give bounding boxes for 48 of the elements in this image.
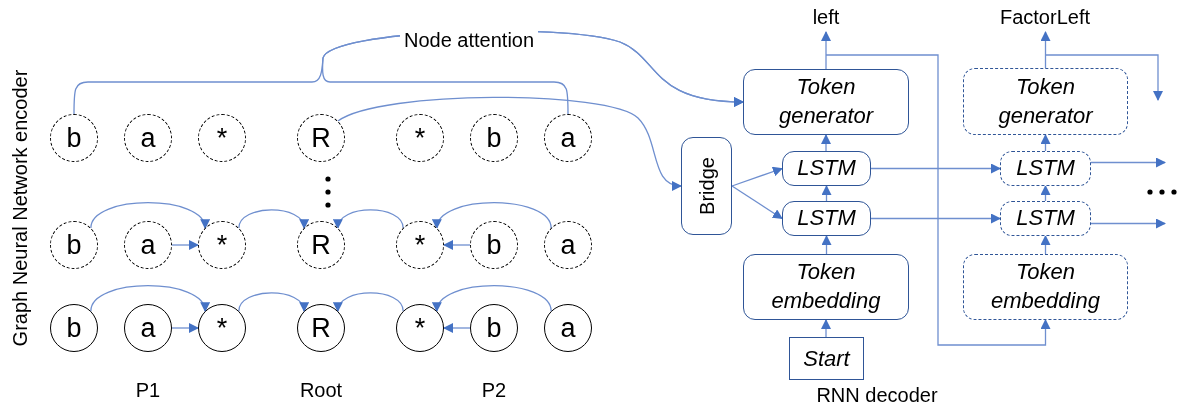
arrow (731, 166, 783, 187)
process-box: Token embedding (963, 254, 1128, 320)
process-box: Token generator (963, 68, 1128, 135)
arrow (821, 134, 831, 152)
arrow (870, 163, 1001, 174)
arrow (434, 202, 552, 230)
arrow (1044, 54, 1163, 101)
arrow (870, 213, 1001, 224)
process-box: LSTM (782, 151, 871, 186)
section-label: P2 (481, 380, 507, 400)
start-box: Start (789, 337, 864, 380)
arrow (821, 319, 831, 338)
arrow (90, 285, 208, 313)
arrow (821, 235, 832, 255)
arrow (90, 202, 208, 230)
arrow (171, 240, 199, 250)
arrow (731, 185, 783, 220)
output-label: FactorLeft (995, 4, 1095, 30)
arrow (825, 54, 1051, 346)
arrow (238, 209, 308, 230)
arrow (821, 185, 832, 202)
arrow (1040, 235, 1051, 255)
arrow (821, 31, 831, 70)
arrow (443, 240, 471, 250)
arrow (334, 292, 404, 313)
process-box: LSTM (1000, 201, 1091, 236)
arrow (443, 323, 471, 333)
process-box: Bridge (681, 137, 732, 235)
process-box: LSTM (1000, 151, 1091, 186)
vertical-label: Graph Neural Network encoder (10, 69, 30, 347)
arrow (1040, 134, 1051, 152)
arrow (238, 292, 308, 313)
arrow (434, 285, 552, 313)
arrow (337, 96, 682, 190)
process-box: Token generator (743, 69, 909, 135)
section-label: RNN decoder (816, 385, 938, 405)
process-box: LSTM (782, 201, 871, 236)
output-label: left (806, 4, 846, 30)
arrow (1040, 185, 1051, 202)
process-box: Token embedding (743, 254, 909, 320)
section-label: P1 (135, 380, 161, 400)
arrow (1090, 218, 1166, 229)
section-label: Root (299, 380, 343, 400)
arrow (334, 209, 404, 230)
arrow (1040, 31, 1051, 69)
arrow (171, 323, 199, 333)
arrow (1090, 157, 1166, 168)
edge-label: Node attention (400, 30, 539, 50)
